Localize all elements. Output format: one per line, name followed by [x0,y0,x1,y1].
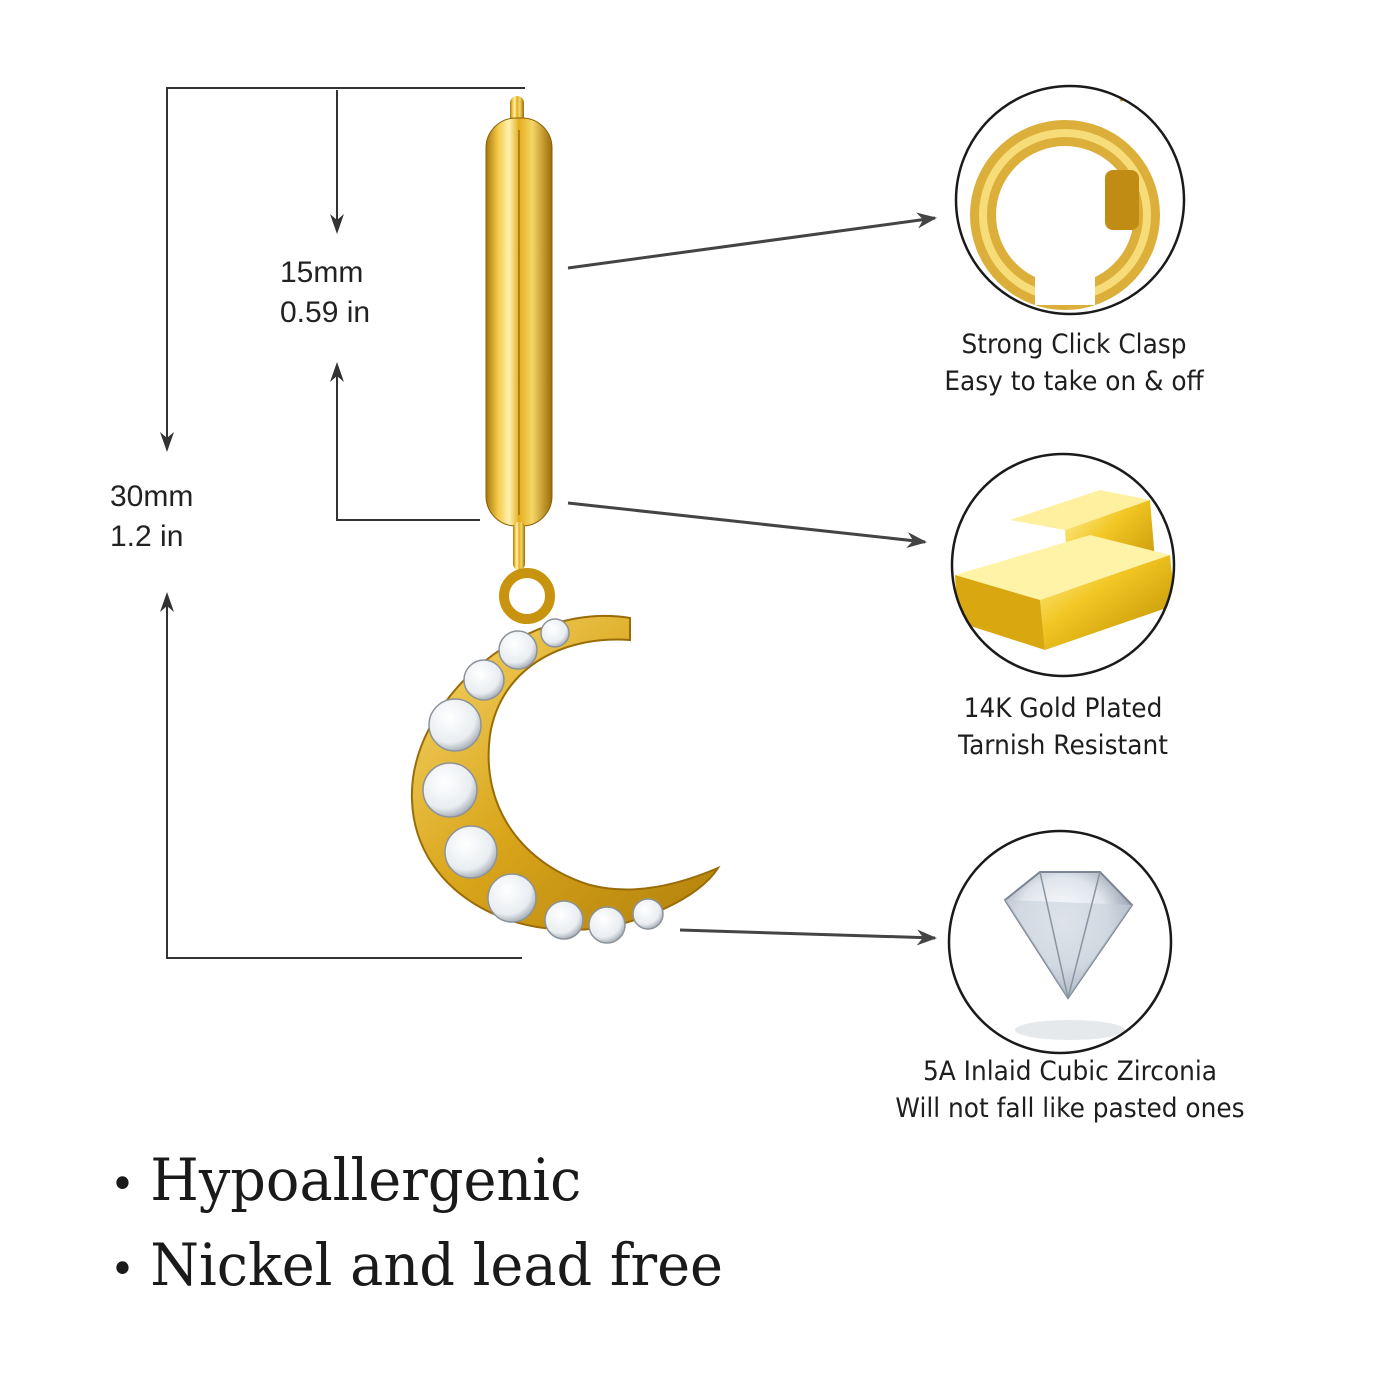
total-length-label: 30mm 1.2 in [110,477,193,557]
gold-bar-icon [950,452,1176,678]
pointer-arrows [567,212,937,946]
total-length-metric: 30mm [110,480,194,513]
cubic-zirconia-stones [422,618,664,944]
feature-caption-gold: 14K Gold Plated Tarnish Resistant [870,690,1256,764]
bullet-item: • Hypoallergenic [110,1140,723,1225]
hoop-length-dimension [336,90,480,521]
bullet-text: Hypoallergenic [150,1146,582,1214]
feature-title: 5A Inlaid Cubic Zirconia [922,1056,1218,1087]
hoop-length-label: 15mm 0.59 in [280,253,370,333]
total-length-arrows [160,432,174,612]
bullet-dot-icon: • [110,1243,135,1295]
hoop-length-metric: 15mm [280,256,364,289]
earring-hoop [485,96,553,527]
hoop-length-imperial: 0.59 in [280,296,371,329]
feature-title: Strong Click Clasp [961,329,1187,360]
feature-caption-zirconia: 5A Inlaid Cubic Zirconia Will not fall l… [877,1053,1263,1127]
bullet-text: Nickel and lead free [150,1230,724,1299]
diamond-icon [947,829,1173,1055]
hoop-length-arrows [330,214,344,382]
feature-subtitle: Tarnish Resistant [958,730,1168,761]
bullet-dot-icon: • [110,1158,135,1210]
moon-pendant [410,615,721,944]
earring-connector [499,522,555,624]
total-length-imperial: 1.2 in [110,520,184,553]
feature-subtitle: Will not fall like pasted ones [895,1093,1245,1124]
feature-title: 14K Gold Plated [963,693,1163,724]
total-length-dimension [166,87,525,959]
feature-bullet-list: • Hypoallergenic • Nickel and lead free [110,1140,723,1310]
feature-subtitle: Easy to take on & off [944,366,1204,397]
feature-caption-clasp: Strong Click Clasp Easy to take on & off [881,326,1267,400]
bullet-item: • Nickel and lead free [110,1225,723,1310]
hoop-clasp-icon [954,84,1186,316]
